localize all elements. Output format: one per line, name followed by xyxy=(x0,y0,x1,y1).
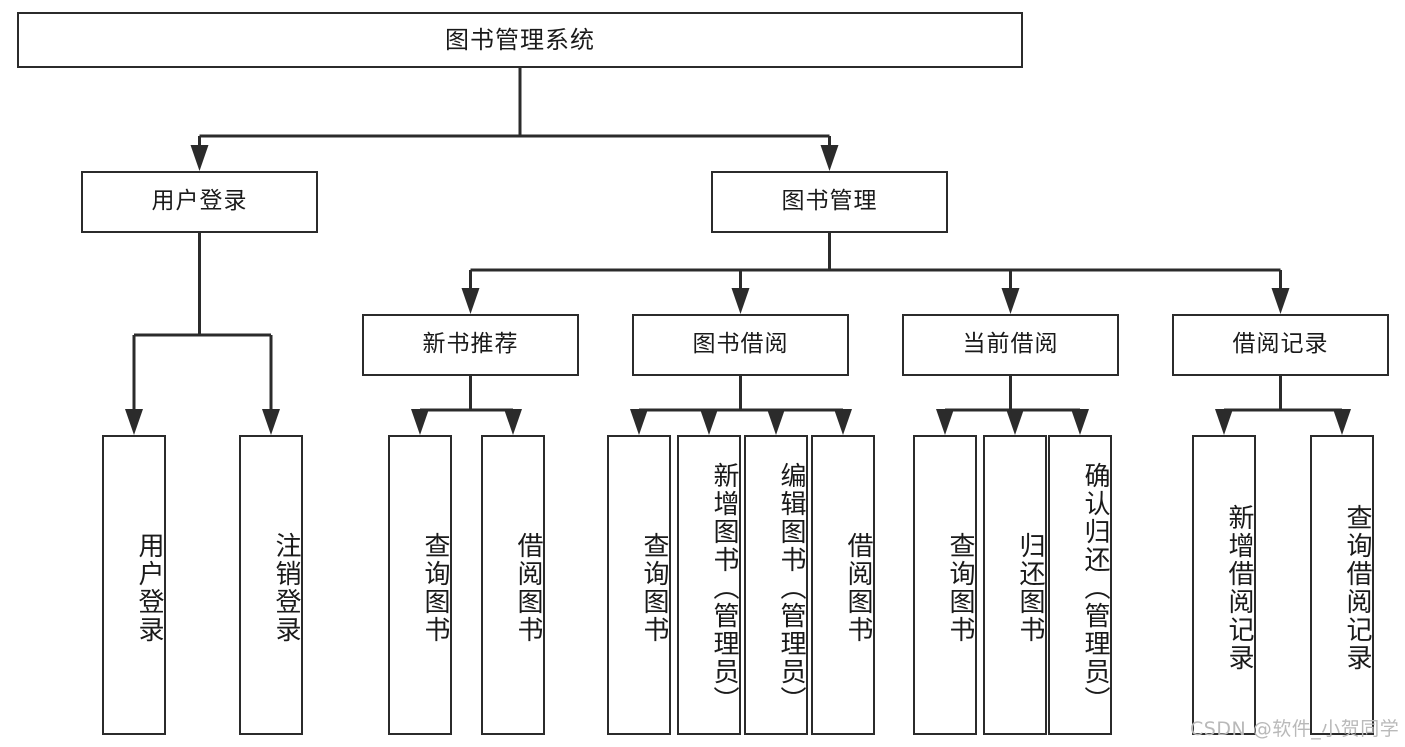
node-label: 用户登录 xyxy=(151,188,248,215)
node-current-borrow[interactable]: 当前借阅 xyxy=(902,314,1119,376)
watermark-label: CSDN @软件_小贺同学 xyxy=(1190,718,1400,740)
node-label: 图书管理 xyxy=(781,188,878,215)
node-borrow-record[interactable]: 借阅记录 xyxy=(1172,314,1389,376)
node-label: 新书推荐 xyxy=(422,331,519,358)
node-leaf-edit-book[interactable]: 编辑图书（管理员） xyxy=(744,435,808,735)
node-leaf-add-book[interactable]: 新增图书（管理员） xyxy=(677,435,741,735)
node-leaf-query-record[interactable]: 查询借阅记录 xyxy=(1310,435,1374,735)
node-label: 当前借阅 xyxy=(962,331,1059,358)
node-label: 借阅记录 xyxy=(1232,331,1329,358)
node-leaf-query-book-3[interactable]: 查询图书 xyxy=(913,435,977,735)
node-leaf-user-login[interactable]: 用户登录 xyxy=(102,435,166,735)
node-label: 图书借阅 xyxy=(692,331,789,358)
node-book-manage[interactable]: 图书管理 xyxy=(711,171,948,233)
node-label: 注销登录 xyxy=(271,532,301,644)
node-label: 新增图书（管理员） xyxy=(709,462,739,714)
node-leaf-return-book[interactable]: 归还图书 xyxy=(983,435,1047,735)
node-leaf-add-record[interactable]: 新增借阅记录 xyxy=(1192,435,1256,735)
node-book-borrow[interactable]: 图书借阅 xyxy=(632,314,849,376)
node-label: 图书管理系统 xyxy=(445,25,595,54)
node-label: 借阅图书 xyxy=(843,532,873,644)
node-user-login[interactable]: 用户登录 xyxy=(81,171,318,233)
node-label: 查询图书 xyxy=(639,532,669,644)
node-label: 编辑图书（管理员） xyxy=(776,462,806,714)
node-leaf-logout[interactable]: 注销登录 xyxy=(239,435,303,735)
node-label: 查询图书 xyxy=(945,532,975,644)
node-new-book-rec[interactable]: 新书推荐 xyxy=(362,314,579,376)
node-root[interactable]: 图书管理系统 xyxy=(17,12,1023,68)
node-label: 归还图书 xyxy=(1015,532,1045,644)
node-leaf-borrow-book-1[interactable]: 借阅图书 xyxy=(481,435,545,735)
node-label: 查询借阅记录 xyxy=(1342,504,1372,672)
node-leaf-borrow-book-2[interactable]: 借阅图书 xyxy=(811,435,875,735)
node-label: 借阅图书 xyxy=(513,532,543,644)
node-label: 确认归还（管理员） xyxy=(1080,462,1110,714)
node-label: 用户登录 xyxy=(134,532,164,644)
node-leaf-query-book-2[interactable]: 查询图书 xyxy=(607,435,671,735)
node-leaf-query-book-1[interactable]: 查询图书 xyxy=(388,435,452,735)
node-leaf-confirm-return[interactable]: 确认归还（管理员） xyxy=(1048,435,1112,735)
node-label: 查询图书 xyxy=(420,532,450,644)
node-label: 新增借阅记录 xyxy=(1224,504,1254,672)
